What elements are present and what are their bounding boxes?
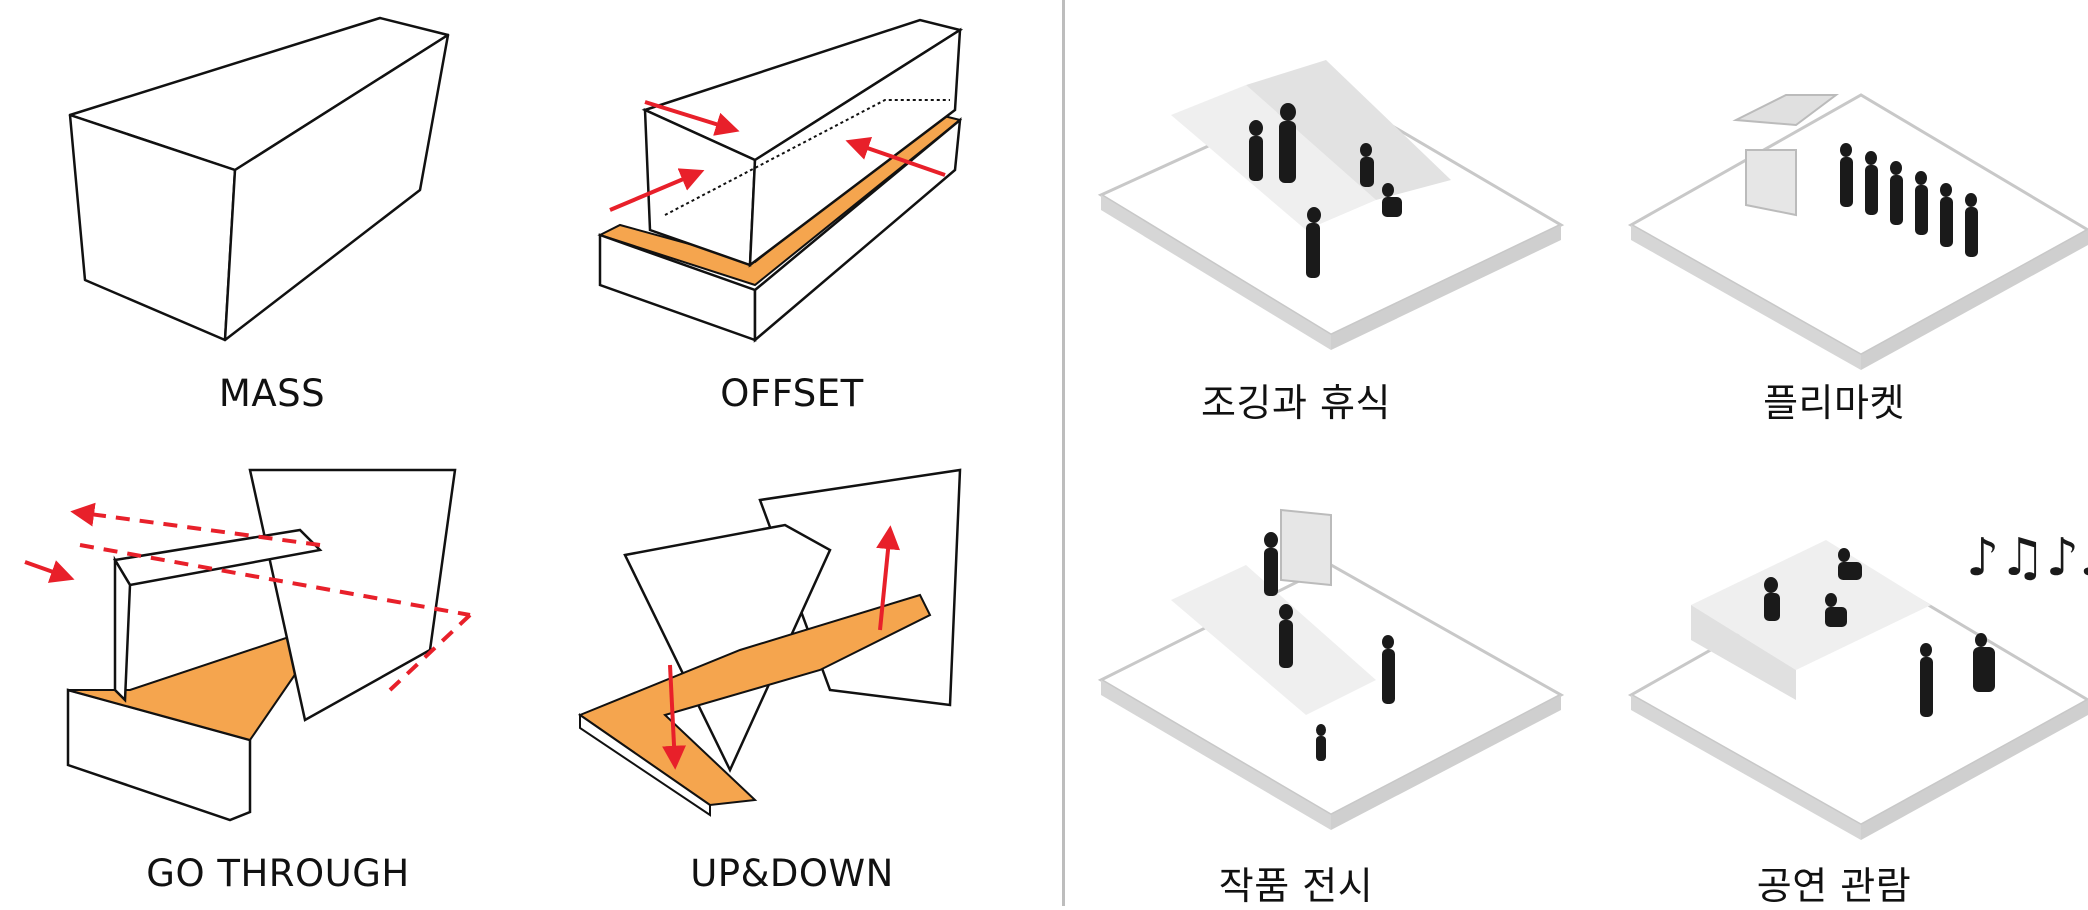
offset-arrow-1 [644, 100, 740, 136]
person-silhouette-icon [1382, 635, 1394, 649]
person-silhouette-icon [1973, 647, 1995, 692]
activity-scenes-panel: ♪♫♪♬ 조깅과 휴식 플리마켓 작품 전시 공연 관람 [1066, 0, 2088, 908]
person-silhouette-icon [1280, 103, 1296, 121]
go-through-arrow-in [24, 560, 75, 583]
up-down-arrow-up [876, 525, 901, 631]
up-down-arrow-down [662, 664, 687, 770]
person-silhouette-icon [1865, 165, 1878, 215]
up-down-label: UP&DOWN [690, 852, 894, 895]
panel-divider [1062, 0, 1065, 906]
scene2-platform-right [1861, 230, 2088, 370]
person-silhouette-icon [1840, 157, 1853, 207]
person-silhouette-icon [1940, 197, 1953, 247]
person-silhouette-icon [1307, 207, 1321, 223]
person-silhouette-icon [1840, 143, 1852, 157]
person-silhouette-icon [1249, 136, 1263, 181]
scene1-people [1249, 103, 1402, 278]
person-silhouette-icon [1865, 151, 1877, 165]
up-down-ramp-edge [579, 713, 711, 817]
person-silhouette-icon [1360, 157, 1374, 187]
scene2-people [1840, 143, 1978, 257]
go-through-arrow-out [70, 502, 321, 547]
go-through-label: GO THROUGH [146, 852, 410, 895]
mass-side-face [223, 33, 450, 342]
up-down-diagram [577, 468, 962, 817]
scene3-people [1264, 532, 1395, 761]
person-silhouette-icon [1764, 593, 1780, 621]
person-silhouette-icon [1316, 736, 1326, 761]
scene1-platform-right [1331, 225, 1561, 350]
person-silhouette-icon [1920, 643, 1932, 657]
scene3-exhibit-board [1280, 508, 1332, 587]
scene1-stairs-side [1246, 60, 1451, 200]
person-silhouette-icon [1965, 193, 1977, 207]
scene2-platform-top [1627, 93, 2088, 357]
person-silhouette-icon [1306, 223, 1320, 278]
up-down-back-block [758, 468, 962, 707]
scene4-platform-left [1631, 695, 1861, 840]
offset-arrow-3 [845, 136, 946, 177]
person-silhouette-icon [1915, 185, 1928, 235]
scene3-stairs [1171, 565, 1376, 715]
mass-diagram [68, 16, 450, 342]
person-silhouette-icon [1940, 183, 1952, 197]
flea-market-label: 플리마켓 [1763, 381, 1905, 425]
offset-dotted-edge [664, 99, 950, 216]
person-silhouette-icon [1975, 633, 1987, 647]
offset-slab-side [753, 117, 962, 343]
person-silhouette-icon [1279, 604, 1293, 620]
scene2-stall-counter [1745, 149, 1797, 217]
scene1-stairs [1171, 85, 1376, 230]
person-silhouette-icon [1920, 657, 1933, 717]
scene3-platform-left [1101, 680, 1331, 830]
person-silhouette-icon [1764, 577, 1778, 593]
person-silhouette-icon [1264, 548, 1278, 596]
jogging-rest-scene [1097, 60, 1565, 350]
offset-label: OFFSET [720, 372, 864, 415]
go-through-diagram [24, 468, 472, 822]
scene4-steps-front [1691, 605, 1796, 700]
flea-market-scene [1627, 93, 2088, 370]
performance-scene: ♪♫♪♬ [1627, 528, 2088, 840]
offset-arrow-2 [609, 168, 705, 212]
person-silhouette-icon [1838, 562, 1862, 580]
music-notes-icon: ♪♫♪♬ [1966, 528, 2088, 588]
activity-scenes-svg: ♪♫♪♬ [1097, 60, 2088, 840]
go-through-dashed-path-2 [388, 613, 472, 692]
person-silhouette-icon [1890, 175, 1903, 225]
go-through-front-block-face [113, 555, 132, 703]
person-silhouette-icon [1382, 649, 1395, 704]
person-silhouette-icon [1965, 207, 1978, 257]
person-silhouette-icon [1316, 724, 1326, 736]
go-through-dashed-path-1 [79, 543, 471, 617]
person-silhouette-icon [1249, 120, 1263, 136]
person-silhouette-icon [1915, 171, 1927, 185]
mass-label: MASS [218, 372, 326, 415]
jogging-rest-label: 조깅과 휴식 [1201, 381, 1391, 425]
scene4-platform-right [1861, 700, 2088, 840]
exhibition-scene [1097, 508, 1565, 830]
person-silhouette-icon [1838, 548, 1850, 562]
performance-label: 공연 관람 [1756, 864, 1912, 908]
person-silhouette-icon [1825, 593, 1837, 607]
person-silhouette-icon [1890, 161, 1902, 175]
scene2-platform-left [1631, 225, 1861, 370]
scene4-people [1764, 548, 1995, 717]
scene2-stall-awning [1732, 94, 1839, 127]
scene1-platform-left [1101, 195, 1331, 350]
person-silhouette-icon [1360, 143, 1372, 157]
person-silhouette-icon [1382, 197, 1402, 217]
scene3-platform-right [1331, 695, 1561, 830]
offset-diagram [597, 18, 964, 343]
massing-diagrams-svg [24, 16, 964, 822]
person-silhouette-icon [1825, 607, 1847, 627]
person-silhouette-icon [1279, 121, 1296, 183]
scene4-steps-top [1691, 540, 1931, 670]
massing-diagrams-panel: MASS OFFSET GO THROUGH UP&DOWN [24, 16, 964, 895]
person-silhouette-icon [1382, 183, 1394, 197]
person-silhouette-icon [1279, 620, 1293, 668]
person-silhouette-icon [1264, 532, 1278, 548]
exhibition-label: 작품 전시 [1218, 864, 1374, 908]
